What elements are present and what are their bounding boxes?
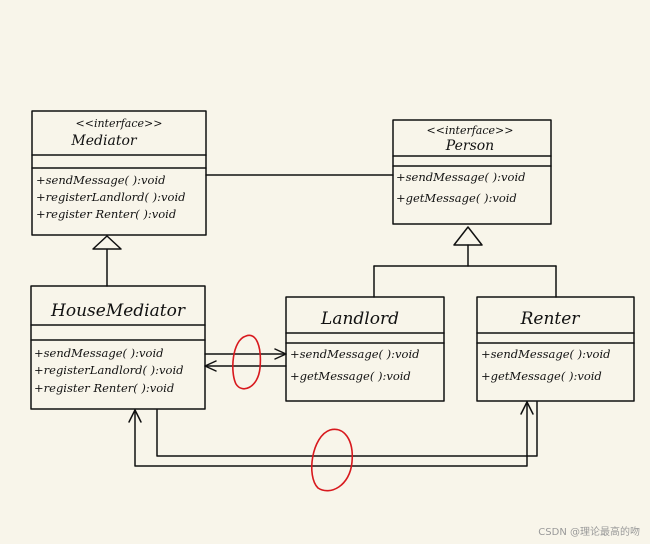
house-mediator-op-send-message: +sendMessage( ):void bbox=[34, 346, 163, 360]
mediator-stereotype: <<interface>> bbox=[76, 117, 163, 130]
person-stereotype: <<interface>> bbox=[427, 124, 514, 137]
house-mediator-class-box bbox=[30, 285, 206, 410]
person-realization-tree bbox=[373, 226, 557, 298]
red-circle-left bbox=[232, 334, 262, 390]
renter-name: Renter bbox=[520, 309, 581, 329]
red-annotation-marks bbox=[232, 334, 354, 492]
person-interface-box bbox=[392, 119, 552, 225]
house-mediator-renter-arrows bbox=[128, 401, 538, 467]
mediator-interface-box bbox=[31, 110, 207, 236]
watermark: CSDN @理论最高的吻 bbox=[538, 527, 640, 538]
mediator-op-register-renter: +register Renter( ):void bbox=[36, 207, 176, 221]
landlord-class-box bbox=[285, 296, 445, 402]
house-mediator-realization bbox=[92, 235, 122, 287]
house-mediator-landlord-arrows bbox=[204, 348, 287, 372]
mediator-name: Mediator bbox=[70, 133, 137, 149]
renter-op-send-message: +sendMessage( ):void bbox=[481, 347, 610, 361]
red-circle-bottom bbox=[310, 428, 354, 492]
house-mediator-op-register-renter: +register Renter( ):void bbox=[34, 381, 174, 395]
house-mediator-op-register-landlord: +registerLandlord( ):void bbox=[34, 363, 184, 377]
landlord-name: Landlord bbox=[320, 309, 399, 329]
house-mediator-name: HouseMediator bbox=[50, 301, 186, 321]
renter-op-get-message: +getMessage( ):void bbox=[481, 369, 602, 383]
person-name: Person bbox=[445, 138, 494, 154]
person-op-get-message: +getMessage( ):void bbox=[396, 191, 517, 205]
landlord-op-send-message: +sendMessage( ):void bbox=[290, 347, 419, 361]
landlord-op-get-message: +getMessage( ):void bbox=[290, 369, 411, 383]
mediator-op-register-landlord: +registerLandlord( ):void bbox=[36, 190, 186, 204]
person-op-send-message: +sendMessage( ):void bbox=[396, 170, 525, 184]
mediator-op-send-message: +sendMessage( ):void bbox=[36, 173, 165, 187]
